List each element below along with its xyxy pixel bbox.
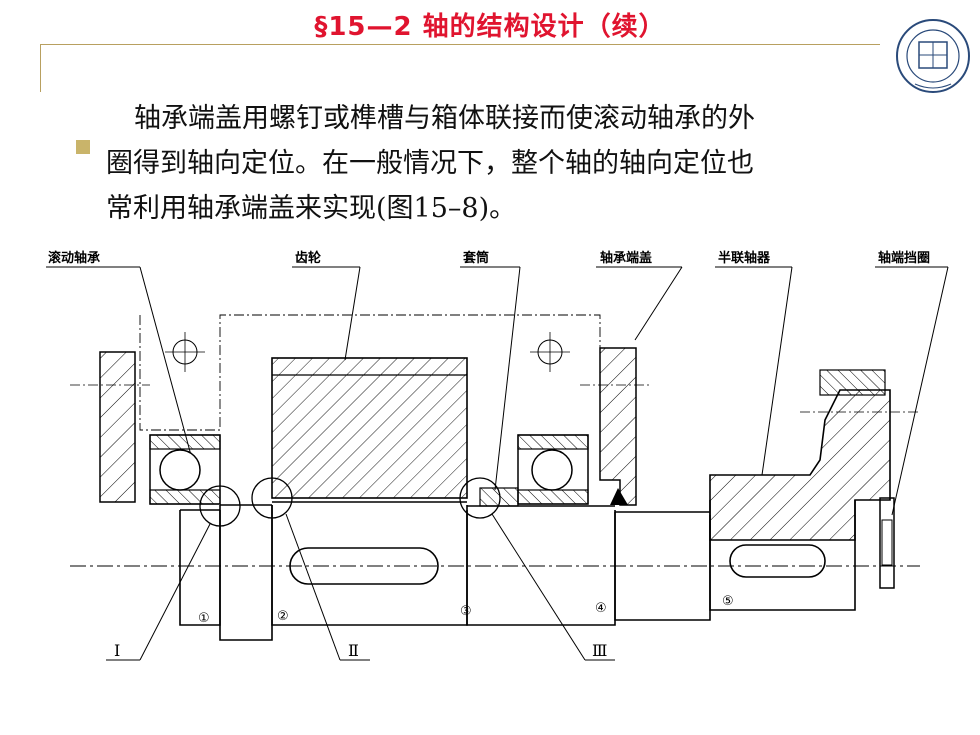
label-leaders: [46, 266, 949, 516]
section-number-5: ⑤: [722, 594, 734, 609]
paragraph-line-2: 圈得到轴向定位。在一般情况下，整个轴的轴向定位也: [106, 148, 754, 179]
shaft: [179, 500, 856, 641]
section-number-2: ②: [277, 609, 289, 624]
detail-circle-1: [199, 485, 241, 527]
coupling-keyway: [729, 544, 826, 578]
detail-mark-1: Ⅰ: [114, 641, 120, 660]
header-rule: [40, 44, 880, 45]
slide-title: §15—2 轴的结构设计（续）: [314, 12, 666, 42]
paragraph-line-1: 轴承端盖用螺钉或榫槽与箱体联接而使滚动轴承的外: [134, 103, 755, 134]
housing-outline: [139, 314, 601, 431]
detail-mark-2: Ⅱ: [348, 641, 359, 660]
label-gear: 齿轮: [295, 250, 321, 266]
section-number-3: ③: [460, 604, 472, 619]
section-number-1: ①: [198, 611, 210, 626]
left-end-cap: [99, 351, 136, 503]
label-sleeve: 套筒: [462, 250, 489, 266]
label-half-coupling: 半联轴器: [718, 250, 771, 266]
shaft-structure-diagram: 滚动轴承 齿轮 套筒 轴承端盖 半联轴器 轴端挡圈: [46, 250, 949, 661]
shaft-end-retainer: [879, 497, 895, 589]
header-rule-left: [40, 44, 41, 92]
bullet-square: [76, 140, 90, 154]
slide-paragraph: 轴承端盖用螺钉或榫槽与箱体联接而使滚动轴承的外 圈得到轴向定位。在一般情况下，整…: [106, 96, 926, 231]
university-seal-logo: [896, 19, 970, 93]
section-number-4: ④: [595, 601, 607, 616]
label-shaft-end-retainer: 轴端挡圈: [878, 250, 930, 266]
detail-mark-3: Ⅲ: [592, 641, 607, 660]
label-bearing-end-cap: 轴承端盖: [600, 250, 652, 266]
paragraph-line-3: 常利用轴承端盖来实现(图15–8)。: [106, 193, 517, 224]
gear: [271, 357, 468, 499]
left-rolling-bearing: [149, 434, 221, 505]
detail-circle-3: [459, 477, 501, 519]
detail-circle-2: [251, 477, 293, 519]
right-end-cap: [599, 347, 637, 506]
label-rolling-bearing: 滚动轴承: [48, 250, 100, 266]
detail-leaders: [106, 513, 615, 661]
half-coupling: [709, 369, 920, 541]
seal: [610, 488, 628, 505]
right-rolling-bearing: [517, 434, 589, 505]
